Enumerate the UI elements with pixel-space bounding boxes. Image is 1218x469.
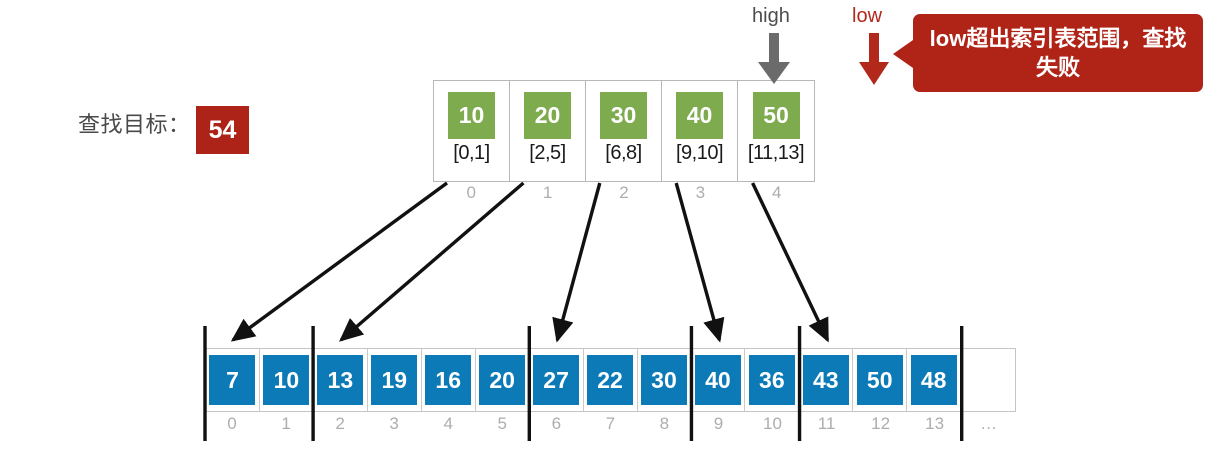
index-cell-key: 20: [524, 92, 571, 139]
data-cell-position: 10: [763, 414, 782, 433]
data-cell-value: 36: [748, 355, 795, 405]
data-cell-value: 22: [587, 355, 634, 405]
search-target-value: 54: [196, 106, 249, 154]
index-cell: 40 [9,10]: [662, 81, 738, 181]
data-cell-value: 20: [479, 355, 526, 405]
failure-callout: low超出索引表范围，查找失败: [913, 14, 1203, 92]
index-to-block-arrow: [230, 181, 449, 342]
data-cell-position: …: [980, 414, 998, 433]
index-table-indices: 0 1 2 3 4: [433, 183, 815, 207]
data-cell: 20: [476, 349, 530, 411]
data-cell: 48: [907, 349, 962, 411]
data-cell-value: 30: [640, 355, 687, 405]
low-pointer-label: low: [852, 5, 883, 27]
data-cell-position: 8: [659, 414, 670, 433]
data-cell-position: 13: [925, 414, 945, 433]
data-cell: 16: [422, 349, 476, 411]
index-cell-range: [2,5]: [529, 142, 566, 164]
high-pointer-label: high: [752, 5, 790, 27]
data-cell-value: 10: [263, 355, 310, 405]
data-cell-value: 27: [533, 355, 580, 405]
index-cell-range: [11,13]: [747, 142, 805, 164]
data-cell-value: 16: [425, 355, 472, 405]
data-cell-value: 48: [910, 355, 957, 405]
data-cell: 40: [691, 349, 746, 411]
index-cell: 50 [11,13]: [738, 81, 814, 181]
data-cell-value: 7: [209, 355, 256, 405]
index-cell-position: 2: [619, 183, 629, 202]
data-cell-position: 0: [227, 414, 237, 433]
data-cell: 10: [260, 349, 314, 411]
data-cell-position: 1: [281, 414, 291, 433]
index-cell-range: [9,10]: [675, 142, 724, 164]
data-cell-value: 40: [694, 355, 741, 405]
data-cell-position: 11: [817, 414, 836, 433]
data-cell-position: 7: [605, 414, 616, 433]
index-table: 10 [0,1] 20 [2,5] 30 [6,8] 40 [9,10] 50 [11,13]: [433, 80, 815, 182]
data-cell-value: 19: [371, 355, 418, 405]
index-cell-key: 10: [448, 92, 495, 139]
data-cell-value: 50: [856, 355, 903, 405]
data-cell-position: 5: [497, 414, 507, 433]
data-cell-position: 12: [871, 414, 891, 433]
data-cell-position: 6: [551, 414, 562, 433]
search-target-label: 查找目标：: [78, 112, 191, 137]
data-cell: 43: [799, 349, 854, 411]
data-cell: [961, 349, 1015, 411]
data-cell: 50: [853, 349, 908, 411]
index-cell-position: 3: [695, 183, 706, 202]
data-cell-value: 13: [317, 355, 364, 405]
index-cell: 30 [6,8]: [586, 81, 662, 181]
data-cell: 13: [314, 349, 368, 411]
index-cell-position: 1: [542, 183, 553, 202]
data-cell: 27: [530, 349, 584, 411]
data-cell: 7: [206, 349, 260, 411]
index-cell-key: 30: [600, 92, 647, 139]
data-cell-value: 43: [802, 355, 849, 405]
index-cell-position: 0: [466, 183, 476, 202]
index-cell: 10 [0,1]: [434, 81, 510, 181]
callout-tail: [893, 40, 913, 68]
index-cell: 20 [2,5]: [510, 81, 586, 181]
index-cell-position: 4: [772, 183, 782, 202]
data-cell-position: 2: [335, 414, 345, 433]
data-cell-position: 4: [443, 414, 453, 433]
index-cell-key: 50: [752, 92, 800, 139]
index-cell-range: [6,8]: [605, 142, 642, 164]
index-cell-range: [0,1]: [453, 142, 490, 164]
high-pointer-arrow: [758, 33, 790, 84]
failure-callout-text: low超出索引表范围，查找失败: [929, 25, 1187, 80]
data-cell: 36: [745, 349, 800, 411]
data-cell: 22: [584, 349, 638, 411]
index-cell-key: 40: [676, 92, 723, 139]
data-cell-position: 3: [389, 414, 399, 433]
data-cell: 30: [638, 349, 692, 411]
low-pointer-arrow: [859, 33, 889, 85]
data-cell-position: 9: [713, 414, 724, 433]
data-cell: 19: [368, 349, 422, 411]
